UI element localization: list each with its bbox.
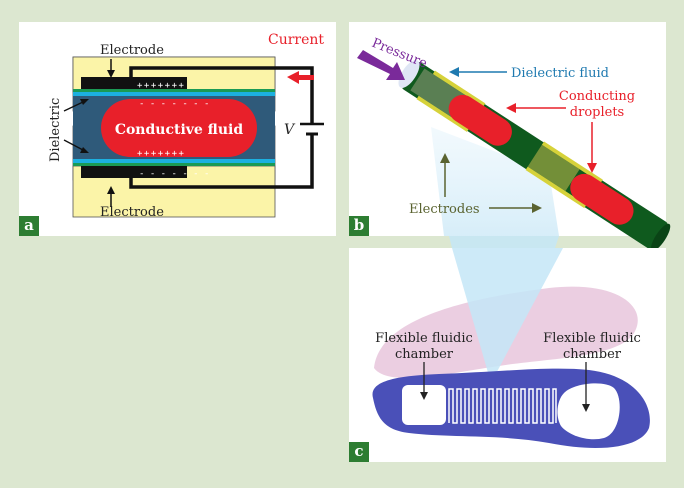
conducting-droplets-label-line2: droplets xyxy=(570,105,624,120)
electrode-strip xyxy=(525,166,587,209)
tube-end xyxy=(650,223,671,252)
arrowhead-icon xyxy=(449,67,459,77)
arrowhead-icon xyxy=(506,103,516,113)
panel-b-fluidic-tube: Pressure Dielectric fluid Conducting dro… xyxy=(349,22,671,252)
right-chamber-label-line2: chamber xyxy=(563,347,622,362)
conducting-droplets-label-line1: Conducting xyxy=(559,89,635,104)
electrodes-label: Electrodes xyxy=(409,202,480,217)
panel-a-electrowetting-schematic: +++++++ - - - - - - - +++++++ - - - - - … xyxy=(19,22,336,236)
panel-a-diagram: +++++++ - - - - - - - +++++++ - - - - - … xyxy=(48,32,324,220)
circuit-wire-return xyxy=(129,134,314,189)
left-chamber-label-line2: chamber xyxy=(395,347,454,362)
serpentine-channel xyxy=(448,388,557,424)
circuit-wire xyxy=(129,66,314,124)
current-arrow-icon xyxy=(287,71,314,84)
dielectric-layer-bottom xyxy=(73,163,275,166)
electrode-bottom-label: Electrode xyxy=(100,205,164,220)
tube-opening xyxy=(398,60,420,88)
arrowhead-icon xyxy=(107,70,115,78)
fluidic-tube xyxy=(398,60,671,252)
charges-fluid-bottom: +++++++ xyxy=(137,149,185,159)
left-chamber-label-line1: Flexible fluidic xyxy=(375,331,473,346)
arrowhead-icon xyxy=(582,404,590,412)
dielectric-pointer-top xyxy=(63,101,84,112)
conducting-droplet-2 xyxy=(570,173,634,225)
arrowhead-icon xyxy=(532,203,542,213)
projection-beam-gap xyxy=(449,236,559,248)
arrowhead-icon xyxy=(587,163,597,173)
arrowhead-icon xyxy=(420,392,428,400)
panel-c-diagram: Flexible fluidic chamber Flexible fluidi… xyxy=(372,248,650,448)
conducting-droplet-1 xyxy=(448,94,512,146)
arrowhead-icon xyxy=(80,99,89,105)
electrode-top xyxy=(81,77,187,89)
panel-b-diagram: Pressure Dielectric fluid Conducting dro… xyxy=(357,36,671,252)
right-chamber-label-line1: Flexible fluidic xyxy=(543,331,641,346)
dielectric-pointer-bottom xyxy=(63,139,84,151)
right-fluidic-chamber xyxy=(557,383,620,440)
dielectric-layer-top xyxy=(73,89,275,92)
tube-clear-section xyxy=(527,144,580,192)
panel-c-insole: Flexible fluidic chamber Flexible fluidi… xyxy=(349,248,666,462)
panel-label-a: a xyxy=(19,216,39,236)
arrowhead-icon xyxy=(80,147,89,153)
dielectric-label: Dielectric xyxy=(48,98,63,162)
pressure-arrow-icon xyxy=(357,50,405,80)
voltage-label: V xyxy=(284,122,296,138)
charges-top-electrode: +++++++ xyxy=(137,81,185,91)
electrode-strip xyxy=(416,95,470,132)
conductive-fluid-label: Conductive fluid xyxy=(115,122,244,138)
left-fluidic-chamber xyxy=(402,385,446,425)
panel-label-b: b xyxy=(349,216,369,236)
projection-beam-lower xyxy=(452,248,563,383)
conductive-fluid-droplet xyxy=(101,99,257,157)
dielectric-layer-bottom-blue xyxy=(73,159,275,163)
arrowhead-icon xyxy=(107,186,115,194)
electrode-strip xyxy=(432,70,486,107)
dielectric-fluid-label: Dielectric fluid xyxy=(511,66,609,81)
electrode-top-label: Electrode xyxy=(100,43,164,58)
charges-bottom-electrode: - - - - - - - xyxy=(139,169,209,179)
dielectric-layer-top-blue xyxy=(73,92,275,96)
panel-label-c: c xyxy=(349,442,369,462)
electrode-strip xyxy=(541,141,603,183)
arrowhead-icon xyxy=(440,153,450,163)
current-label: Current xyxy=(268,32,324,48)
charges-fluid-top: - - - - - - - xyxy=(139,99,209,109)
electrode-bottom xyxy=(81,166,187,178)
